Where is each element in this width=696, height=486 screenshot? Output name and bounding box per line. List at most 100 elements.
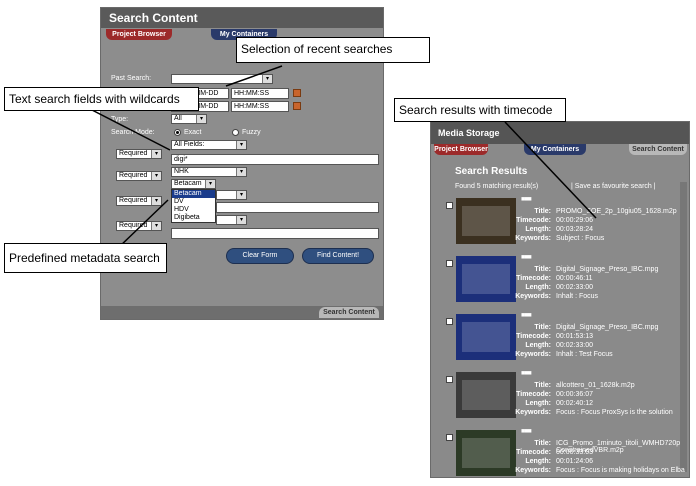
- result-title: Title:PROMO_SOE_2p_10giu05_1628.m2p: [515, 208, 677, 215]
- save-favourite-link[interactable]: | Save as favourite search |: [571, 183, 656, 190]
- callout-recent-searches: Selection of recent searches: [236, 37, 430, 63]
- result-thumbnail[interactable]: [456, 430, 516, 476]
- required-select-2[interactable]: Required▾: [116, 171, 162, 181]
- all-fields-select[interactable]: All Fields:▾: [171, 140, 247, 150]
- result-row[interactable]: ■■■Title:ICG_Promo_1minuto_titoli_WMHD72…: [431, 428, 685, 486]
- result-thumbnail[interactable]: [456, 198, 516, 244]
- media-storage-title: Media Storage: [438, 128, 500, 138]
- format-select[interactable]: Betacam▾: [171, 179, 216, 189]
- result-length-value: 00:02:33:00: [556, 284, 593, 291]
- format-dropdown: Betacam DV HDV Digibeta: [171, 189, 216, 223]
- chevron-down-icon: ▾: [151, 172, 161, 180]
- calendar-icon[interactable]: [293, 102, 301, 110]
- required-value: Required: [119, 150, 148, 157]
- result-keywords: Keywords:Subject : Focus: [515, 235, 604, 242]
- metadata-text-input-a[interactable]: [216, 202, 379, 213]
- result-actions-icon[interactable]: ■■■: [521, 312, 532, 319]
- result-keywords: Keywords:Focus : Focus ProxSys is the so…: [515, 409, 673, 416]
- mode-fuzzy-label: Fuzzy: [242, 129, 261, 136]
- result-thumbnail[interactable]: [456, 256, 516, 302]
- required-select-3[interactable]: Required▾: [116, 196, 162, 206]
- tab-my-containers[interactable]: My Containers: [524, 144, 586, 155]
- result-title-value: allcottero_01_1628k.m2p: [556, 382, 635, 389]
- result-length: Length:00:02:33:00: [515, 284, 593, 291]
- result-actions-icon[interactable]: ■■■: [521, 428, 532, 435]
- tab-project-browser[interactable]: Project Browser: [434, 144, 488, 155]
- result-keywords-value: Focus : Focus is making holidays on Elba: [556, 467, 685, 474]
- metadata-text-input-b[interactable]: [171, 228, 379, 239]
- format-option-dv[interactable]: DV: [174, 198, 184, 205]
- leader-results-timecode: [504, 121, 597, 219]
- result-title-value: Digital_Signage_Preso_IBC.mpg: [556, 324, 659, 331]
- result-checkbox[interactable]: [446, 260, 453, 267]
- result-keywords: Keywords:Inhalt : Test Focus: [515, 351, 612, 358]
- result-keywords: Keywords:Inhalt : Focus: [515, 293, 598, 300]
- type-select[interactable]: All▾: [171, 114, 207, 124]
- mode-fuzzy-radio[interactable]: [232, 129, 239, 136]
- tab-project-browser[interactable]: Project Browser: [106, 29, 172, 40]
- all-fields-value: All Fields:: [174, 141, 205, 148]
- calendar-icon[interactable]: [293, 89, 301, 97]
- result-length-label: Length:: [525, 458, 551, 465]
- result-timecode-label: Timecode:: [516, 391, 551, 398]
- result-keywords-label: Keywords:: [515, 351, 551, 358]
- result-timecode: Timecode: 00:00:33:03: [515, 449, 593, 456]
- result-title-value: PROMO_SOE_2p_10giu05_1628.m2p: [556, 208, 677, 215]
- time-from-field[interactable]: HH:MM:SS: [231, 88, 289, 99]
- result-checkbox[interactable]: [446, 376, 453, 383]
- channel-select[interactable]: NHK▾: [171, 167, 247, 177]
- result-length-label: Length:: [525, 342, 551, 349]
- required-value: Required: [119, 172, 148, 179]
- format-option-digibeta[interactable]: Digibeta: [174, 214, 200, 221]
- required-select-4[interactable]: Required▾: [116, 221, 162, 231]
- result-title-label: Title:: [534, 440, 551, 447]
- found-count: Found 5 matching result(s): [455, 183, 539, 190]
- result-title-label: Title:: [534, 382, 551, 389]
- type-select-value: All: [174, 115, 182, 122]
- find-content-button[interactable]: Find Content!: [302, 248, 374, 264]
- callout-metadata-search: Predefined metadata search: [4, 243, 167, 273]
- clear-form-button[interactable]: Clear Form: [226, 248, 294, 264]
- past-search-select[interactable]: ▾: [171, 74, 273, 84]
- result-timecode-value: 00:00:33:03: [556, 449, 593, 456]
- time-to-field[interactable]: HH:MM:SS: [231, 101, 289, 112]
- metadata-select-a[interactable]: ▾: [216, 190, 247, 200]
- metadata-select-b[interactable]: ▾: [216, 215, 247, 225]
- search-content-titlebar: Search Content: [101, 8, 383, 28]
- result-thumbnail[interactable]: [456, 372, 516, 418]
- result-timecode: Timecode:00:00:46:11: [515, 275, 592, 282]
- result-timecode: Timecode:00:00:36:07: [515, 391, 593, 398]
- result-keywords-label: Keywords:: [515, 409, 551, 416]
- result-length: Length:00:02:40:12: [515, 400, 593, 407]
- result-timecode: Timecode:00:00:29:06: [515, 217, 593, 224]
- result-keywords: Keywords:Focus : Focus is making holiday…: [515, 467, 685, 474]
- format-option-betacam[interactable]: Betacam: [172, 190, 215, 198]
- result-thumbnail[interactable]: [456, 314, 516, 360]
- result-timecode-label: Timecode:: [516, 449, 551, 456]
- result-actions-icon[interactable]: ■■■: [521, 254, 532, 261]
- result-keywords-value: Subject : Focus: [556, 235, 605, 242]
- media-storage-titlebar: Media Storage: [431, 122, 689, 144]
- result-length-value: 00:02:40:12: [556, 400, 593, 407]
- result-actions-icon[interactable]: ■■■: [521, 196, 532, 203]
- result-checkbox[interactable]: [446, 318, 453, 325]
- text-search-input[interactable]: digi*: [171, 154, 379, 165]
- results-scrollbar[interactable]: [680, 182, 687, 472]
- thumbnail-frame: [462, 264, 510, 294]
- format-select-value: Betacam: [174, 180, 202, 187]
- mode-exact-radio[interactable]: [174, 129, 181, 136]
- tab-my-containers[interactable]: My Containers: [211, 29, 277, 40]
- result-actions-icon[interactable]: ■■■: [521, 370, 532, 377]
- tab-search-content[interactable]: Search Content: [629, 144, 687, 155]
- result-checkbox[interactable]: [446, 202, 453, 209]
- required-select-1[interactable]: Required▾: [116, 149, 162, 159]
- format-option-hdv[interactable]: HDV: [174, 206, 189, 213]
- chevron-down-icon: ▾: [236, 216, 246, 224]
- result-checkbox[interactable]: [446, 434, 453, 441]
- tab-search-content[interactable]: Search Content: [319, 307, 379, 318]
- result-title-value: Digital_Signage_Preso_IBC.mpg: [556, 266, 659, 273]
